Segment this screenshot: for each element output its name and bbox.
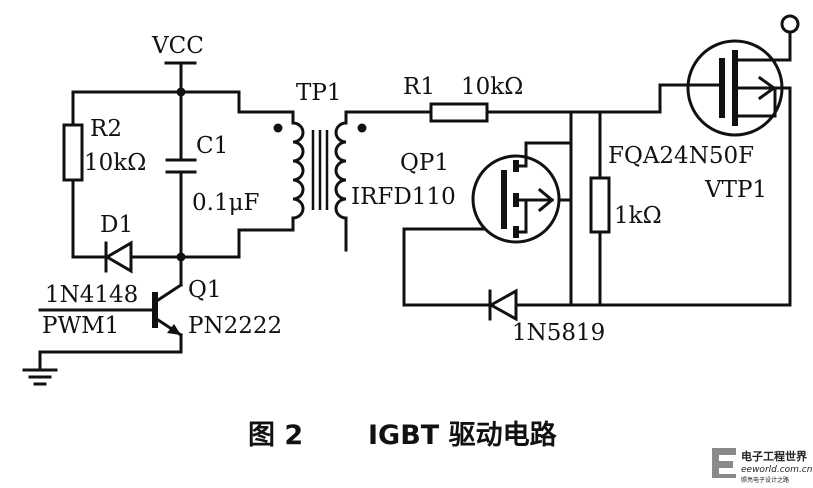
label-pwm: PWM1: [42, 313, 119, 339]
eeworld-watermark: 电子工程世界 eeworld.com.cn 照亮电子设计之路: [712, 448, 813, 484]
label-d1: D1: [100, 212, 133, 238]
ground-symbol: [22, 368, 58, 386]
junction-dot: [176, 87, 186, 97]
caption-figure-number: 图 2: [248, 420, 303, 451]
label-r2-value: 10kΩ: [84, 150, 146, 176]
label-vtp1-part: FQA24N50F: [608, 143, 754, 169]
d2-diode: [486, 288, 520, 322]
label-qp1: QP1: [400, 150, 449, 176]
label-d2-part: 1N5819: [512, 320, 605, 346]
label-vcc: VCC: [151, 33, 204, 59]
label-r2: R2: [90, 116, 122, 142]
watermark-line3: 照亮电子设计之路: [741, 476, 789, 484]
label-r1-value: 10kΩ: [461, 74, 523, 100]
junction-dot: [176, 252, 186, 262]
label-vtp1: VTP1: [704, 177, 767, 203]
label-c1-value: 0.1μF: [192, 190, 259, 216]
gate-resistor-1k: [589, 176, 611, 234]
watermark-line1: 电子工程世界: [741, 449, 807, 463]
label-qp1-part: IRFD110: [351, 184, 456, 210]
caption-title: IGBT 驱动电路: [368, 419, 558, 451]
r1-resistor: [429, 102, 489, 123]
label-r1: R1: [403, 74, 435, 100]
label-gate-resistor-value: 1kΩ: [614, 203, 662, 229]
label-q1-part: PN2222: [188, 313, 282, 339]
qp1-mosfet: [471, 141, 561, 244]
d1-diode: [101, 240, 135, 274]
right-section-wires: [344, 31, 792, 307]
label-q1: Q1: [188, 277, 222, 303]
tp1-transformer: [273, 110, 367, 232]
watermark-line2: eeworld.com.cn: [741, 465, 813, 475]
q1-transistor: [152, 282, 184, 338]
c1-capacitor: [165, 158, 197, 174]
label-c1: C1: [196, 133, 228, 159]
label-tp1: TP1: [296, 80, 341, 106]
vtp1-transistor: [686, 39, 792, 137]
left-section-wires: [38, 61, 295, 372]
output-terminal: [780, 14, 800, 34]
r2-resistor: [62, 123, 84, 182]
label-d1-part: 1N4148: [45, 282, 138, 308]
